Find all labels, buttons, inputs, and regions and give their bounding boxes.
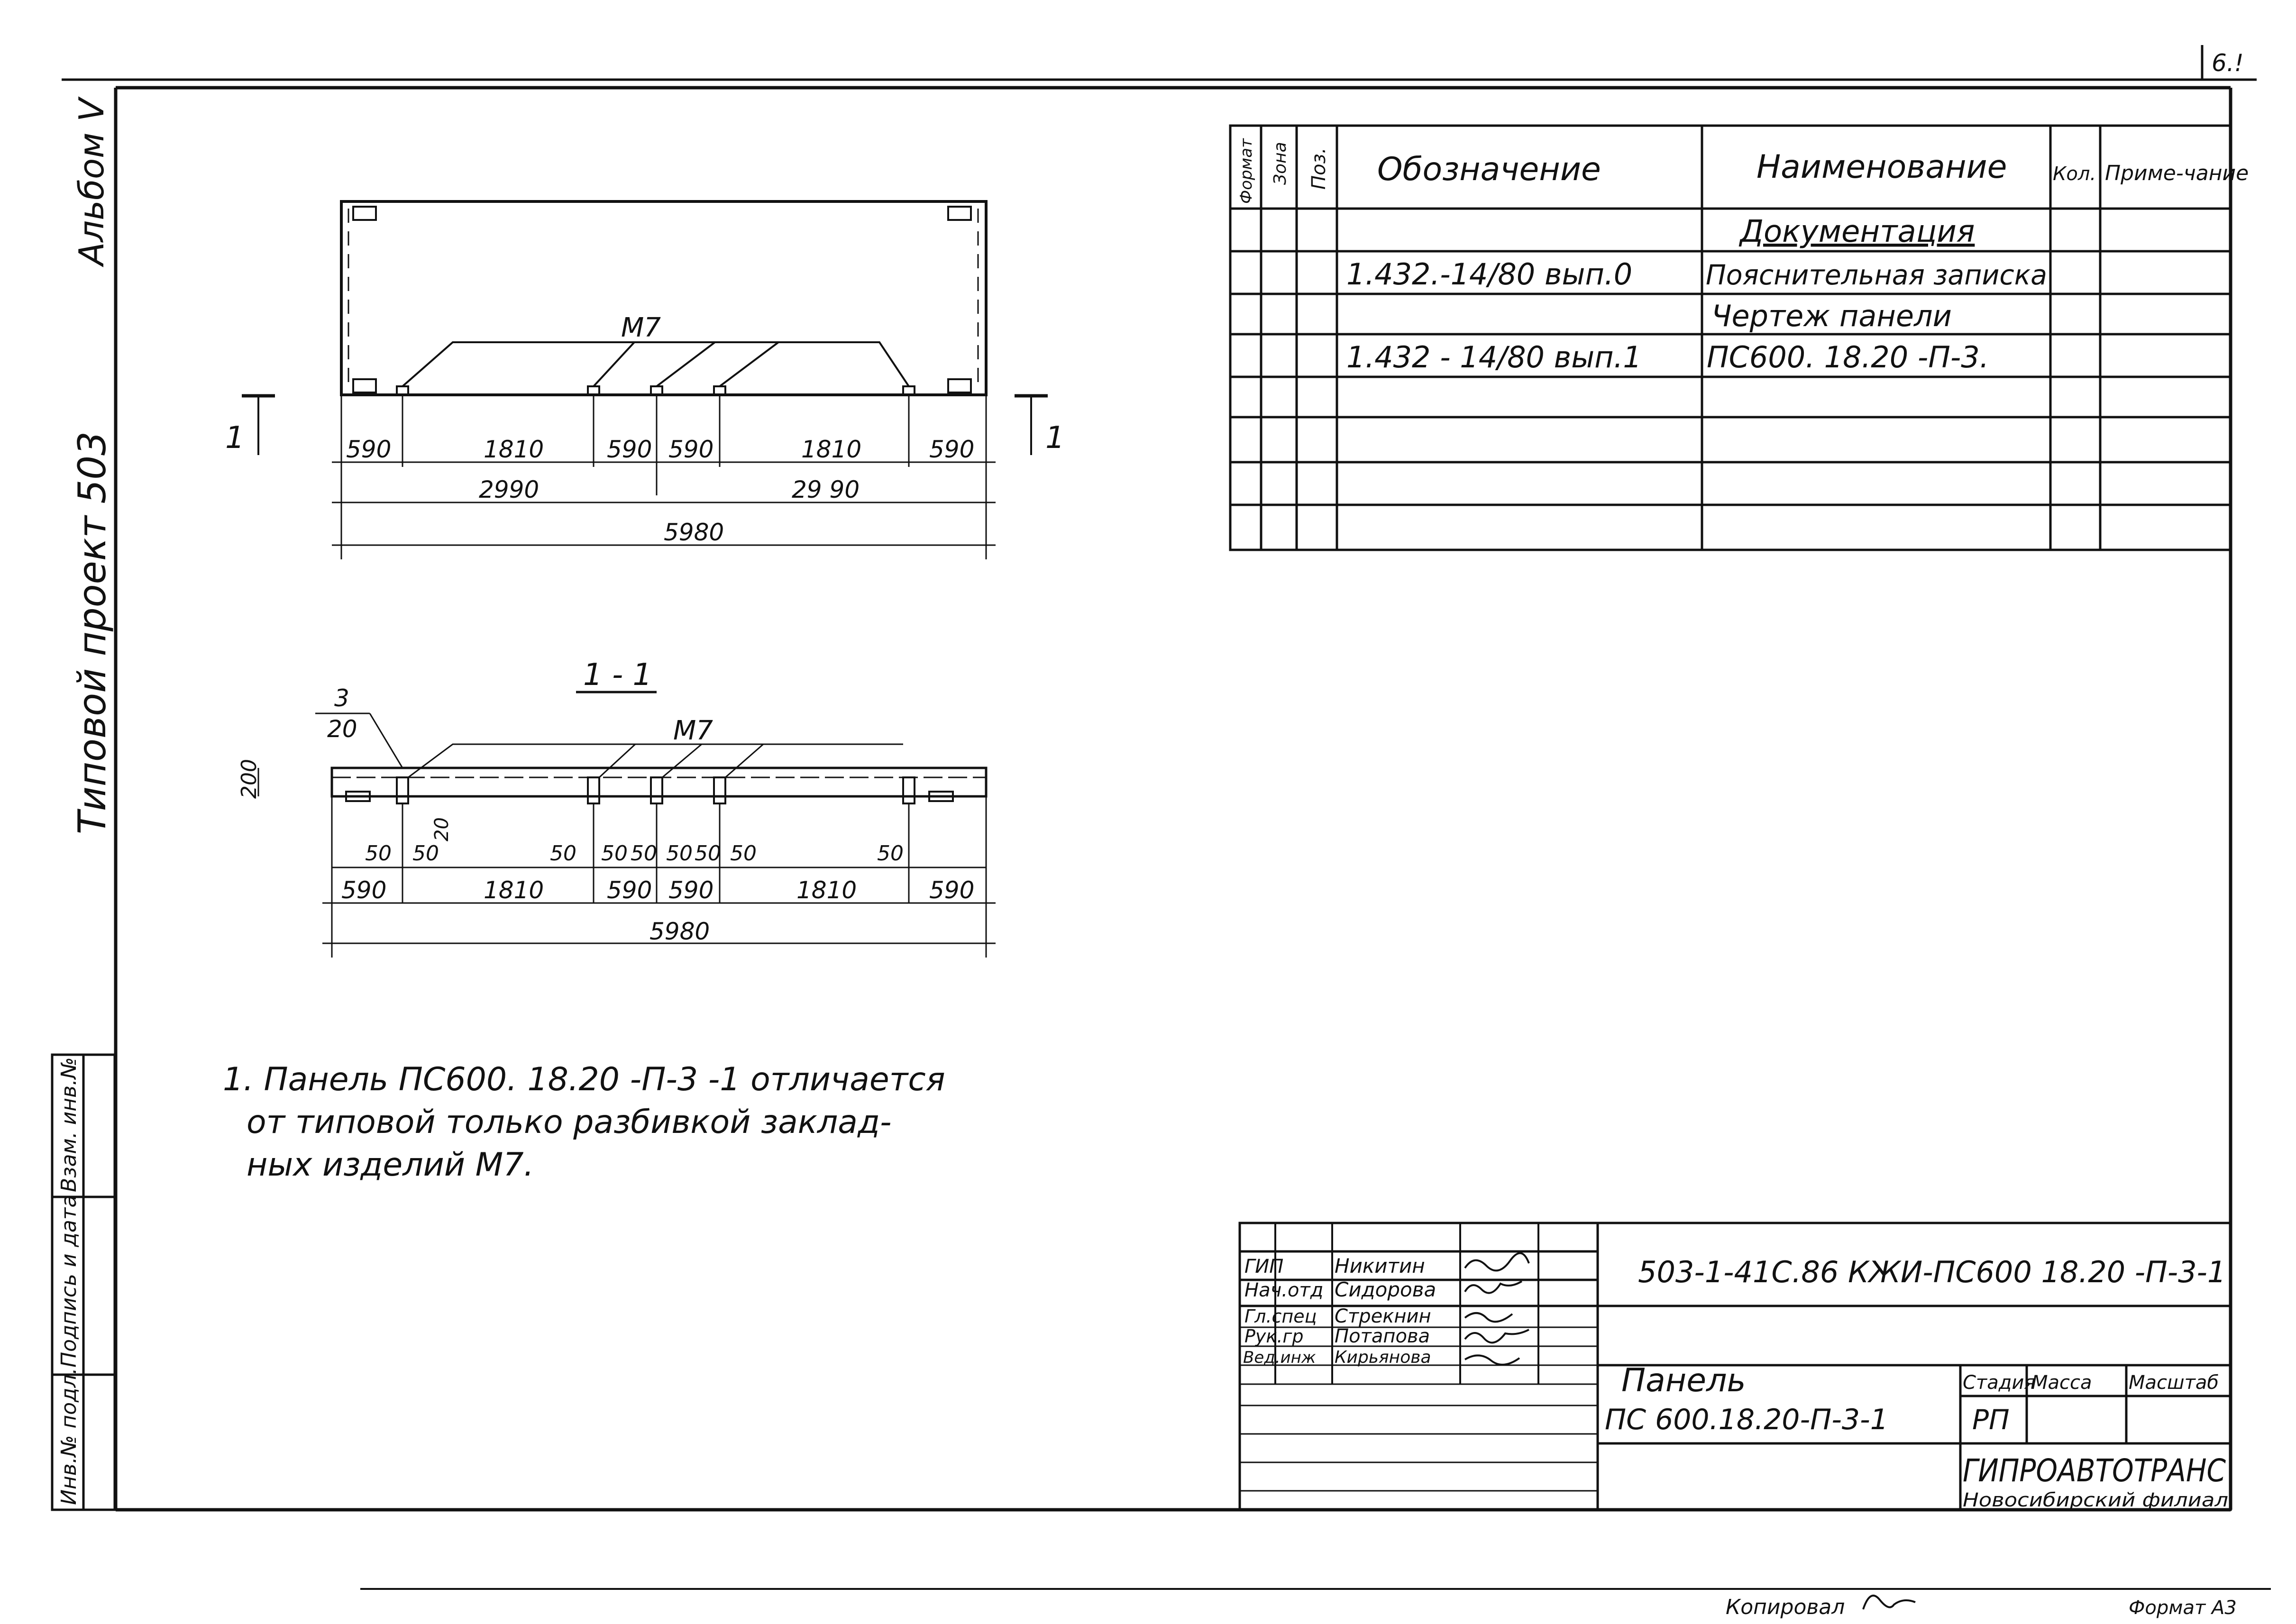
plan-dim-5: 1810 [801,436,861,463]
title-block-grid [1238,1222,2232,1511]
plan-dim-4: 590 [668,436,713,463]
title-stage-value: РП [1972,1404,2010,1436]
spec-header-designation: Обозначение [1377,151,1601,188]
section-fifty-1: 50 [365,841,392,866]
spec-row-1-name: Документация [1738,214,1975,249]
plan-dim-2: 1810 [484,436,544,463]
section-dim-3: 590 [607,876,652,904]
title-branch: Новосибирский филиал [1963,1489,2228,1511]
section-fifty-4: 50 [601,841,628,866]
section-fifty-5: 50 [631,841,657,866]
project-label: Типовой проект 503 [70,431,114,834]
plan-section-mark-right: 1 [1045,420,1065,456]
note-line-1: 1. Панель ПС600. 18.20 -П-3 -1 отличаетс… [223,1061,945,1098]
plan-dim-half-left: 2990 [479,476,539,503]
album-label: Альбом V [72,96,111,267]
section-leader-top: 3 [334,684,349,712]
title-item-code: ПС 600.18.20-П-3-1 [1605,1403,1888,1436]
plan-dim-total: 5980 [664,519,724,546]
title-document-code: 503-1-41С.86 КЖИ-ПС600 18.20 -П-3-1 [1638,1255,2226,1289]
spec-row-4-name: ПС600. 18.20 -П-3. [1707,340,1989,374]
section-embed-label: М7 [673,715,713,746]
spec-header-name: Наименование [1756,148,2007,186]
section-small-dim: 20 [431,817,453,841]
sign-name-5: Кирьянова [1335,1348,1431,1367]
section-dim-1: 590 [341,876,386,904]
signature-scribbles [1464,1252,1530,1366]
spec-header-pos: Поз. [1308,147,1330,190]
side-stamp [51,1053,116,1511]
spec-row-2-designation: 1.432.-14/80 вып.0 [1346,257,1632,292]
title-organization: ГИПРОАВТОТРАНС [1963,1452,2226,1489]
sign-role-1: ГИП [1244,1256,1283,1277]
note-line-2: от типовой только разбивкой заклад- [247,1104,892,1141]
side-stamp-replacement: Взам. инв.№ [57,1057,81,1192]
sign-role-5: Вед.инж [1243,1348,1316,1367]
footer-format: Формат А3 [2129,1597,2237,1619]
panel-section [257,691,996,958]
section-fifty-3: 50 [550,841,576,866]
copier-signature [1862,1595,1916,1610]
plan-embed-label: М7 [621,312,661,343]
footer-copied: Копировал [1726,1595,1845,1619]
sign-role-2: Нач.отд [1244,1279,1323,1301]
section-dim-4: 590 [668,876,713,904]
spec-header-note: Приме-чание [2105,161,2249,185]
section-leader-bottom: 20 [327,715,357,743]
section-dim-6: 590 [929,876,974,904]
spec-header-qty: Кол. [2053,163,2096,185]
sheet-number: 6.! [2212,49,2244,77]
plan-dim-1: 590 [346,436,391,463]
section-dim-2: 1810 [484,876,544,904]
section-title: 1 - 1 [583,657,652,693]
plan-section-mark-left: 1 [225,420,245,456]
spec-row-3-name: Чертеж панели [1711,299,1952,333]
sign-role-4: Рук.гр [1244,1326,1304,1347]
section-dim-5: 1810 [796,876,857,904]
title-stage-header: Стадия [1963,1372,2035,1394]
spec-header-format: Формат [1237,138,1256,204]
sign-name-2: Сидорова [1335,1278,1436,1301]
title-item-name: Панель [1621,1362,1746,1399]
spec-table-grid [1229,124,2232,551]
side-stamp-inventory: Инв.№ подл. [57,1368,81,1505]
plan-dim-6: 590 [929,436,974,463]
section-fifty-8: 50 [730,841,757,866]
section-fifty-9: 50 [877,841,904,866]
section-fifty-6: 50 [666,841,693,866]
title-scale-header: Масштаб [2129,1372,2219,1394]
panel-plan [242,200,1048,559]
plan-dim-half-right: 29 90 [792,476,860,503]
spec-header-zone: Зона [1271,142,1290,185]
spec-row-4-designation: 1.432 - 14/80 вып.1 [1346,340,1642,374]
sign-name-3: Стрекнин [1335,1305,1431,1327]
plan-dim-3: 590 [607,436,652,463]
spec-row-2-name: Пояснительная записка [1706,259,2047,291]
section-fifty-2: 50 [412,841,439,866]
sign-role-3: Гл.спец [1244,1306,1317,1327]
sign-name-4: Потапова [1335,1325,1430,1347]
sign-name-1: Никитин [1335,1254,1425,1277]
title-mass-header: Масса [2031,1372,2092,1394]
section-fifty-7: 50 [695,841,721,866]
section-height: 200 [237,759,261,799]
side-stamp-signature: Подпись и дата [57,1195,81,1368]
note-line-3: ных изделий М7. [247,1146,534,1184]
section-dim-total: 5980 [649,918,710,945]
